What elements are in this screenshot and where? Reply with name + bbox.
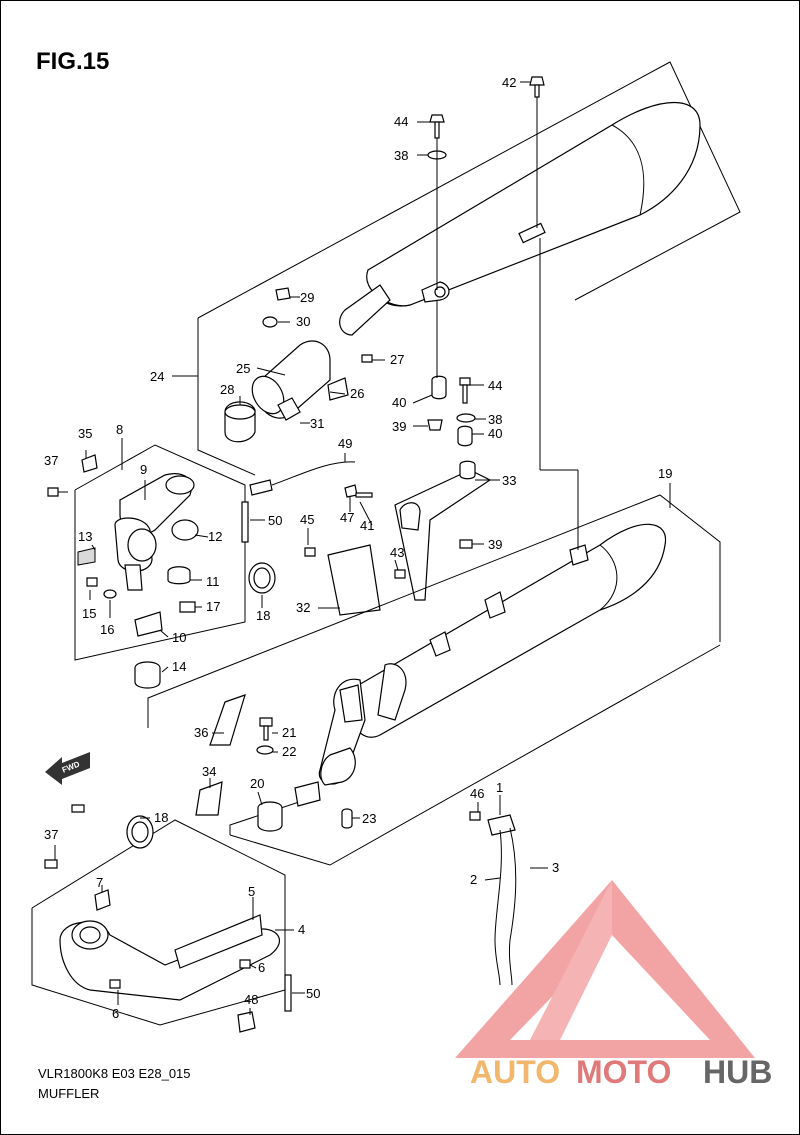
callout-40: 40 — [392, 395, 406, 410]
watermark-logo — [455, 880, 755, 1058]
callout-49: 49 — [338, 436, 352, 451]
callout-15: 15 — [82, 606, 96, 621]
callout-23: 23 — [362, 811, 376, 826]
callout-20: 20 — [250, 776, 264, 791]
callout-22: 22 — [282, 744, 296, 759]
callout-30: 30 — [296, 314, 310, 329]
valve-cables — [469, 811, 517, 986]
callout-43: 43 — [390, 545, 404, 560]
callout-17: 17 — [206, 599, 220, 614]
callout-6: 6 — [258, 960, 265, 975]
watermark-word-c: HUB — [703, 1054, 772, 1090]
callout-19: 19 — [658, 466, 672, 481]
callout-37: 37 — [44, 453, 58, 468]
callout-33: 33 — [502, 473, 516, 488]
callout-11: 11 — [206, 574, 220, 589]
callout-32: 32 — [296, 600, 310, 615]
lower-small-parts — [71, 694, 353, 832]
callout-44: 44 — [488, 378, 502, 393]
gasket-sensor-bracket — [241, 461, 356, 594]
callout-1: 1 — [496, 780, 503, 795]
callout-38: 38 — [488, 412, 502, 427]
callout-21: 21 — [282, 725, 296, 740]
diagram-code: VLR1800K8 E03 E28_015 — [38, 1066, 191, 1081]
callout-13: 13 — [78, 529, 92, 544]
callout-38: 38 — [394, 148, 408, 163]
callout-2: 2 — [470, 872, 477, 887]
leader-lines — [54, 81, 671, 1015]
callout-34: 34 — [202, 764, 216, 779]
callout-39: 39 — [488, 537, 502, 552]
callout-27: 27 — [390, 352, 404, 367]
callout-18: 18 — [154, 810, 168, 825]
clamp-assembly — [224, 340, 349, 443]
callout-44: 44 — [394, 114, 408, 129]
callout-31: 31 — [310, 416, 324, 431]
callout-26: 26 — [350, 386, 364, 401]
callout-25: 25 — [236, 361, 250, 376]
callout-50: 50 — [306, 986, 320, 1001]
callout-14: 14 — [172, 659, 186, 674]
callout-50: 50 — [268, 513, 282, 528]
callout-4: 4 — [298, 922, 305, 937]
callout-29: 29 — [300, 290, 314, 305]
callout-39: 39 — [392, 419, 406, 434]
callout-47: 47 — [340, 510, 354, 525]
callout-24: 24 — [150, 369, 164, 384]
lower-muffler — [318, 523, 667, 786]
callout-40: 40 — [488, 426, 502, 441]
callout-28: 28 — [220, 382, 234, 397]
callout-37: 37 — [44, 827, 58, 842]
callout-18: 18 — [256, 608, 270, 623]
watermark-word-a: AUTO — [470, 1054, 560, 1090]
watermark-word-b: MOTO — [576, 1054, 671, 1090]
callout-10: 10 — [172, 630, 186, 645]
exhaust-pipe-box — [47, 444, 246, 689]
callout-41: 41 — [360, 518, 374, 533]
callout-7: 7 — [96, 875, 103, 890]
callout-16: 16 — [100, 622, 114, 637]
callout-3: 3 — [552, 860, 559, 875]
callout-35: 35 — [78, 426, 92, 441]
callout-12: 12 — [208, 529, 222, 544]
upper-muffler — [339, 101, 701, 336]
figure-title: FIG.15 — [36, 48, 110, 75]
callout-36: 36 — [194, 725, 208, 740]
callout-9: 9 — [140, 462, 147, 477]
callout-45: 45 — [300, 512, 314, 527]
callout-8: 8 — [116, 422, 123, 437]
callout-5: 5 — [248, 884, 255, 899]
bolts-upper — [262, 76, 545, 447]
callout-48: 48 — [244, 992, 258, 1007]
callout-6: 6 — [112, 1006, 119, 1021]
upper-muffler-frame — [197, 61, 741, 476]
watermark-text: AUTO MOTO HUB — [470, 1054, 772, 1090]
muffler-brackets — [304, 460, 492, 616]
fwd-arrow-icon — [45, 752, 90, 785]
exhaust-pipe-assembly — [31, 815, 292, 1033]
callout-46: 46 — [470, 786, 484, 801]
diagram-name: MUFFLER — [38, 1086, 100, 1101]
callout-42: 42 — [502, 75, 516, 90]
